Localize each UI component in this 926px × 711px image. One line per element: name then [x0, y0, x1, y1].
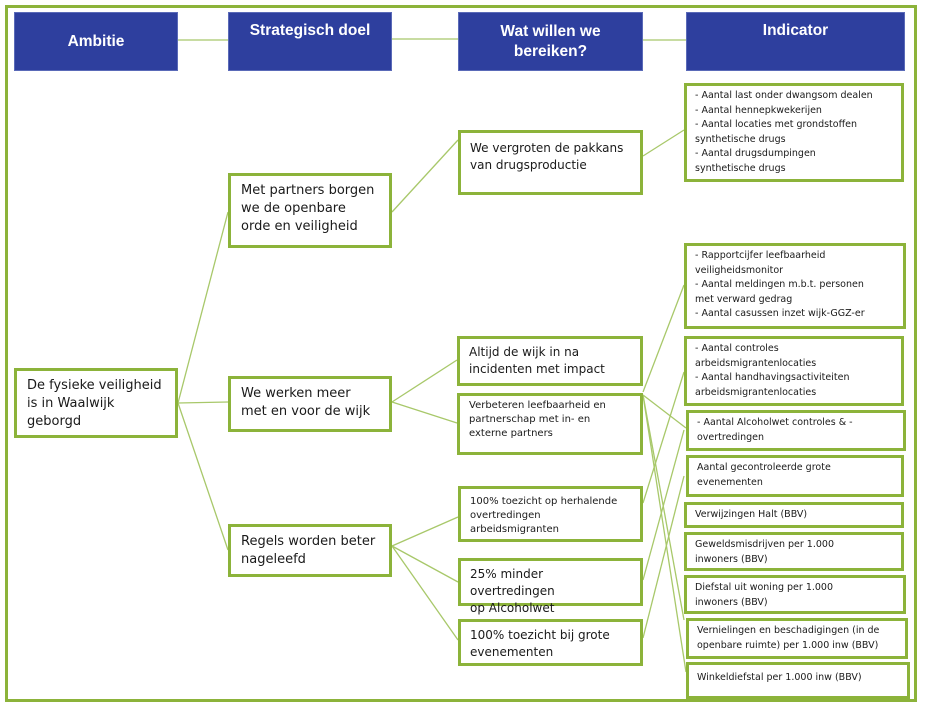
resultaat-box-alcoholwet: 25% minder overtredingen op Alcoholwet [458, 558, 643, 615]
connector-doel-resultaat-5 [391, 545, 459, 583]
connector-ambitie-doel-2 [177, 401, 229, 404]
connector-resultaat-indicator [642, 129, 685, 157]
connector-resultaat-indicator [642, 429, 685, 581]
connector-resultaat-indicator [642, 394, 687, 673]
resultaat-box-evenementen: 100% toezicht bij grote evenementen [458, 619, 643, 666]
connector-ambitie-doel-3 [177, 402, 229, 551]
connector-doel-resultaat-3 [391, 401, 458, 424]
indicator-box-drugs: - Aantal last onder dwangsom dealen - Aa… [684, 83, 904, 182]
resultaat-box-toezicht-arbeidsmigranten: 100% toezicht op herhalende overtredinge… [458, 486, 643, 542]
indicator-box-vernielingen: Vernielingen en beschadigingen (in de op… [686, 618, 908, 659]
indicator-box-winkeldiefstal: Winkeldiefstal per 1.000 inw (BBV) [686, 662, 910, 699]
indicator-box-alcoholwet: - Aantal Alcoholwet controles & - overtr… [686, 410, 906, 451]
indicator-box-leefbaarheid: - Rapportcijfer leefbaarheid veiligheids… [684, 243, 906, 329]
indicator-box-halt: Verwijzingen Halt (BBV) [684, 502, 904, 528]
indicator-box-geweldsmisdrijven: Geweldsmisdrijven per 1.000 inwoners (BB… [684, 532, 904, 571]
connector-ambitie-doel-1 [177, 211, 229, 404]
connector-doel-resultaat-2 [391, 359, 458, 403]
connector-doel-resultaat-1 [391, 139, 459, 213]
ambitie-box: De fysieke veiligheid is in Waalwijk geb… [14, 368, 178, 438]
connector-resultaat-indicator [642, 475, 685, 639]
indicator-box-evenementen: Aantal gecontroleerde grote evenementen [686, 455, 904, 497]
indicator-box-arbeidsmigranten: - Aantal controles arbeidsmigrantenlocat… [684, 336, 904, 406]
indicator-box-diefstal-woning: Diefstal uit woning per 1.000 inwoners (… [684, 575, 906, 614]
header-ambitie: Ambitie [14, 12, 178, 71]
header-indicator: Indicator [686, 12, 905, 71]
connector-doel-resultaat-6 [391, 545, 459, 641]
connector-resultaat-indicator [642, 394, 685, 621]
doel-box-regels: Regels worden beter nageleefd [228, 524, 392, 577]
doel-box-openbare-orde: Met partners borgen we de openbare orde … [228, 173, 392, 248]
header-wat-willen-we-bereiken: Wat willen we bereiken? [458, 12, 643, 71]
resultaat-box-leefbaarheid: Verbeteren leefbaarheid en partnerschap … [457, 393, 643, 455]
resultaat-box-wijk-incidenten: Altijd de wijk in na incidenten met impa… [457, 336, 643, 386]
connector-resultaat-indicator [642, 394, 687, 429]
doel-box-wijk: We werken meer met en voor de wijk [228, 376, 392, 432]
connector-doel-resultaat-4 [391, 516, 459, 547]
connector-resultaat-indicator [642, 284, 685, 393]
resultaat-box-pakkans: We vergroten de pakkans van drugsproduct… [458, 130, 643, 195]
connector-resultaat-indicator [642, 371, 685, 504]
header-strategisch-doel: Strategisch doel [228, 12, 392, 71]
diagram-frame [5, 5, 917, 702]
